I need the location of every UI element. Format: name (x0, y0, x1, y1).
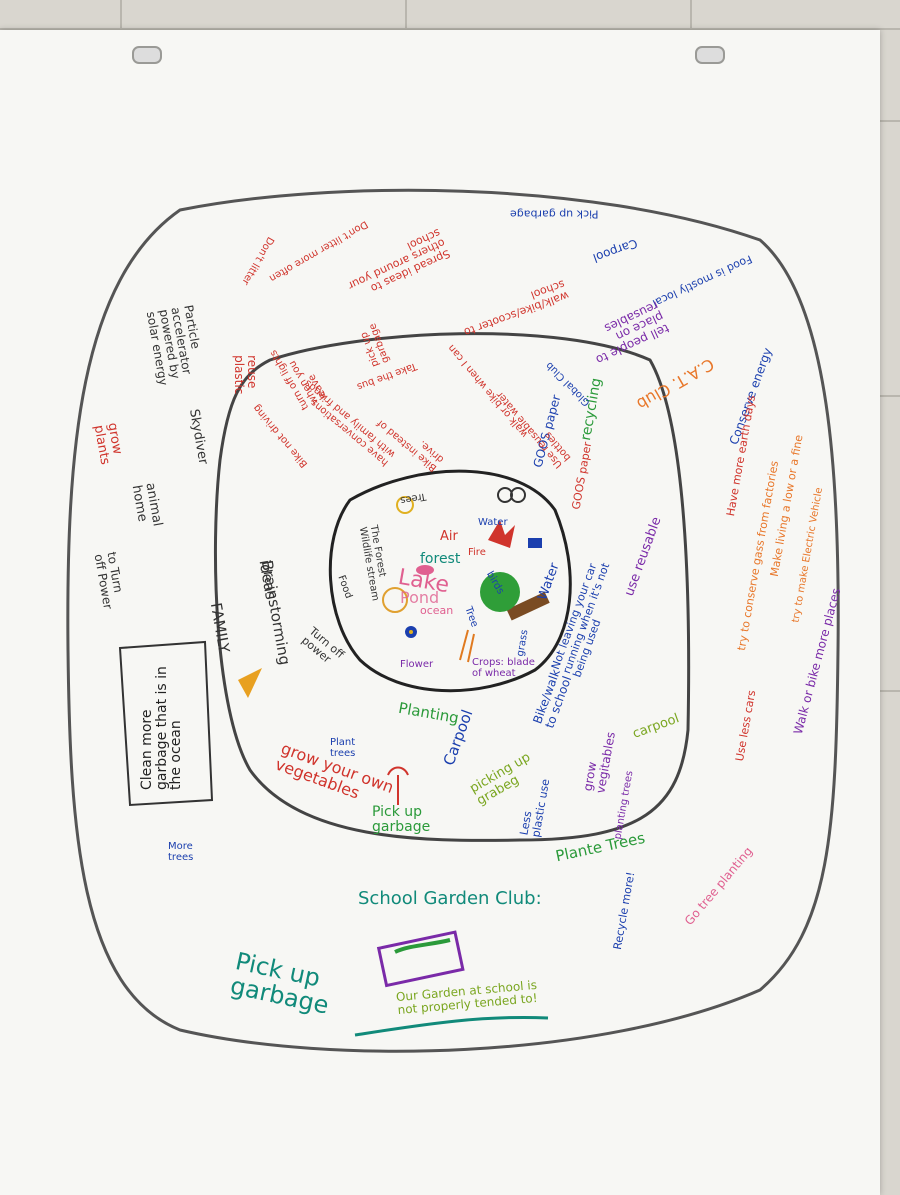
note-more-trees: More trees (168, 841, 194, 863)
inner-circle (328, 469, 572, 693)
person-drawing (382, 587, 408, 613)
middle-ring (213, 332, 691, 842)
floor-line (405, 0, 407, 30)
flame-drawing-family (238, 668, 262, 698)
water-drawing (528, 538, 542, 548)
flower-drawing (405, 626, 417, 638)
planter-box-drawing (376, 930, 465, 988)
outer-ring (66, 188, 840, 1053)
floor-line (0, 28, 900, 30)
text-box-clean-ocean (118, 640, 214, 807)
label-pond: Pond (400, 588, 440, 607)
note-pick-up-garbage-top: Pick up garbage (510, 207, 599, 221)
note-pick-up-garbage-middle: Pick up garbage (372, 804, 431, 835)
chart-paper-poster: Pick up garbage Carpool Food is mostly l… (0, 30, 880, 1195)
note-plant-trees: Plant trees (330, 737, 356, 759)
wheat-drawing (459, 629, 475, 663)
label-crops: Crops: blade of wheat (472, 657, 535, 679)
plant-sprout-drawing (387, 766, 409, 805)
note-reuse-plastic: reuse plastic (232, 355, 260, 395)
label-ocean: ocean (420, 604, 454, 617)
label-fire: Fire (468, 547, 486, 558)
green-underline (354, 1015, 549, 1037)
floor-line (690, 0, 692, 30)
label-air: Air (440, 529, 458, 544)
note-school-garden-club: School Garden Club: (358, 888, 542, 909)
floor-line (120, 0, 122, 30)
label-forest: forest (420, 551, 461, 567)
binder-hole (132, 46, 162, 64)
cloud-drawing (497, 487, 526, 503)
label-flower: Flower (400, 659, 434, 670)
concentric-circles-drawing (66, 188, 840, 1053)
sun-drawing (396, 496, 414, 514)
fish-drawing (416, 565, 434, 575)
fire-drawing (488, 520, 515, 548)
binder-hole (695, 46, 725, 64)
note-clean-ocean: Clean more garbage that is in the ocean (139, 666, 185, 790)
tree-drawing (480, 572, 550, 621)
label-water-top: Water (478, 517, 508, 528)
